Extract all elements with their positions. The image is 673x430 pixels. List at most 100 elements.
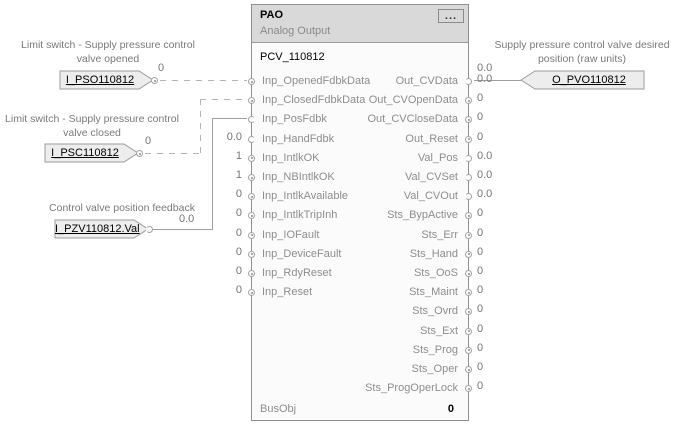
wire-value: 0.0 — [179, 213, 195, 225]
pin-value: 0 — [477, 341, 484, 354]
output-reference-tag[interactable]: O_PVO110812 — [520, 70, 646, 90]
input-pin-row[interactable]: 0 Inp_Reset — [236, 283, 468, 302]
wire — [212, 118, 213, 230]
block-subtitle: Analog Output — [260, 25, 331, 37]
pin-connector-icon — [465, 78, 472, 85]
pin-value: 0 — [477, 111, 484, 124]
pin-label: Inp_IntlkAvailable — [262, 190, 349, 203]
wire — [160, 80, 247, 81]
block-tag-name[interactable]: PCV_110812 — [260, 51, 325, 63]
pin-connector-icon — [465, 116, 472, 124]
output-pin-row[interactable]: 0 Sts_Maint — [252, 283, 483, 302]
pin-connector-icon — [465, 308, 472, 316]
pin-value: 1 — [235, 169, 242, 181]
pin-label: Sts_Ovrd — [412, 305, 458, 318]
output-pin-row[interactable]: 0 Sts_BypActive — [252, 206, 483, 225]
pin-label: Inp_DeviceFault — [262, 247, 342, 260]
pin-value: 0.0 — [226, 130, 242, 143]
pin-connector-icon — [248, 174, 255, 181]
input-reference-tag[interactable]: I_PSO110812 — [59, 70, 155, 90]
wire — [153, 229, 212, 230]
output-pin-row[interactable]: 0 Sts_Ext — [252, 322, 483, 341]
output-pin-row[interactable]: 0.0 Val_Pos — [252, 149, 492, 168]
wire-value: 0 — [145, 135, 152, 147]
pin-value: 0 — [477, 380, 484, 393]
pin-label: Sts_Err — [421, 228, 458, 241]
input-reference-tag[interactable]: I_PSC110812 — [44, 143, 140, 163]
input-pin-row[interactable]: 0 Inp_IntlkTripInh — [236, 206, 468, 225]
input-pin-row[interactable]: 0 Inp_DeviceFault — [236, 245, 468, 264]
busobj-row[interactable]: BusObj 0 — [252, 399, 468, 419]
pin-label: Out_Reset — [405, 132, 458, 145]
output-pin-row[interactable]: 0.0 Val_CVOut — [252, 187, 493, 206]
pin-label: Inp_HandFdbk — [262, 132, 335, 145]
input-pin-row[interactable]: 0 Inp_IntlkAvailable — [236, 187, 468, 206]
pin-label: Val_CVSet — [405, 171, 458, 183]
pin-value: 0 — [235, 245, 242, 258]
pin-label: Sts_OoS — [413, 267, 458, 279]
iref-shape-icon — [59, 70, 154, 90]
output-pin-row[interactable]: 0 Sts_ProgOperLock — [252, 379, 483, 398]
input-reference-tag[interactable]: I_PZV110812.Val — [54, 219, 150, 239]
input-pin-row[interactable]: Inp_OpenedFdbkData — [248, 72, 468, 91]
pin-connector-icon — [248, 135, 255, 143]
pin-label: Sts_Ext — [420, 324, 458, 337]
input-pin-row[interactable]: 0 Inp_IOFault — [236, 226, 468, 245]
output-pin-row[interactable]: 0 Sts_Err — [252, 226, 483, 245]
pin-label: Inp_IntlkOK — [262, 151, 320, 164]
output-pin-row[interactable]: 0 Out_CVOpenData — [252, 91, 483, 110]
pin-value: 0.0 — [477, 149, 493, 162]
pin-connector-icon — [465, 366, 472, 373]
pin-connector-icon — [248, 97, 255, 105]
pin-value: 0 — [235, 284, 242, 297]
connector-pin-icon — [151, 77, 158, 84]
busobj-value: 0 — [447, 403, 454, 415]
input-pin-row[interactable]: 1 Inp_IntlkOK — [236, 149, 468, 168]
input-pin-row[interactable]: 0 Inp_RdyReset — [236, 264, 468, 283]
output-pin-row[interactable]: 0.0 Out_CVData — [252, 72, 493, 91]
pin-connector-icon — [465, 135, 472, 143]
tag-name: O_PVO110812 — [552, 74, 626, 86]
busobj-label: BusObj — [260, 403, 297, 415]
pin-label: Sts_Maint — [409, 286, 458, 299]
output-pin-row[interactable]: 0 Sts_Oper — [252, 360, 484, 379]
input-pin-row[interactable]: 1 Inp_NBIntlkOK — [236, 168, 468, 187]
block-properties-button[interactable]: ... — [438, 9, 464, 23]
pin-value: 0 — [477, 130, 484, 143]
pin-connector-icon — [465, 174, 472, 181]
function-block[interactable]: PAO ... Analog Output PCV_110812 Inp_Ope… — [227, 4, 493, 421]
output-pin-row[interactable]: 0 Sts_Ovrd — [252, 302, 483, 321]
pin-label: Sts_Prog — [412, 343, 458, 356]
pin-label: Out_CVData — [395, 75, 458, 87]
input-pin-row[interactable]: Inp_PosFdbk — [248, 110, 468, 129]
pin-value: 0 — [235, 188, 242, 201]
wire — [200, 99, 201, 154]
output-pin-row[interactable]: 0 Sts_Prog — [252, 341, 483, 360]
tag-name: I_PSO110812 — [65, 74, 135, 86]
pin-label: Sts_Hand — [409, 247, 458, 260]
pin-connector-icon — [465, 193, 472, 201]
pin-value: 0.0 — [477, 169, 493, 181]
input-pin-row[interactable]: 0.0 Inp_HandFdbk — [227, 130, 468, 149]
pin-connector-icon — [465, 250, 472, 258]
pin-connector-icon — [248, 270, 255, 277]
pin-connector-icon — [248, 231, 255, 239]
pin-label: Sts_Oper — [411, 363, 458, 375]
tag-description: Limit switch - Supply pressure control v… — [5, 113, 179, 139]
input-pin-row[interactable]: Inp_ClosedFdbkData — [248, 91, 468, 110]
pin-connector-icon — [248, 289, 255, 297]
pin-value: 0 — [477, 322, 484, 335]
wire — [145, 153, 201, 154]
pin-label: Inp_NBIntlkOK — [262, 171, 335, 183]
output-pin-row[interactable]: 0 Out_Reset — [252, 130, 483, 149]
pin-label: Inp_PosFdbk — [262, 113, 327, 126]
tag-name: I_PZV110812.Val — [55, 223, 140, 235]
output-pin-row[interactable]: 0 Sts_Hand — [252, 245, 483, 264]
pin-label: Inp_RdyReset — [262, 267, 332, 279]
pin-label: Out_CVOpenData — [368, 94, 458, 107]
output-pin-row[interactable]: 0 Out_CVCloseData — [252, 110, 484, 129]
output-pin-row[interactable]: 0 Sts_OoS — [252, 264, 483, 283]
output-pin-row[interactable]: 0.0 Val_CVSet — [252, 168, 492, 187]
tag-description: Supply pressure control valve desired po… — [494, 39, 670, 65]
tag-description: Control valve position feedback — [49, 202, 195, 214]
